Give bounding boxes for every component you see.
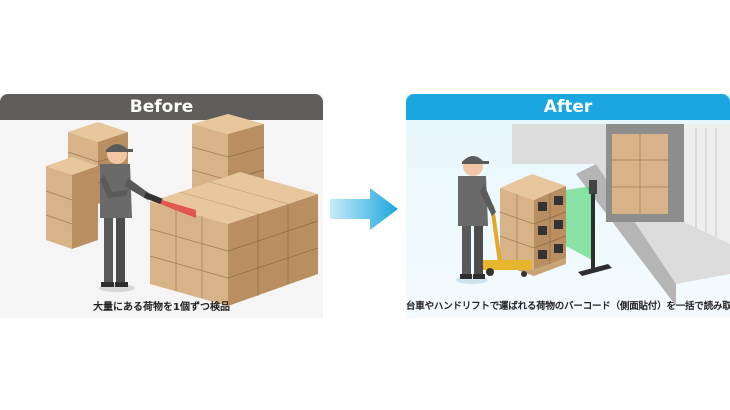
worker-figure [99,144,150,292]
hand-pallet-truck [482,205,532,277]
right-arrow-icon [330,188,398,230]
handheld-scanner [143,192,196,218]
barcode-label [554,196,563,205]
before-panel: Before [0,94,323,318]
before-caption: 大量にある荷物を1個ずつ検品 [93,302,230,313]
fixed-scanner-pole [578,180,612,276]
before-header: Before [0,94,323,120]
box-pile-front [149,172,319,306]
worker-figure [456,156,496,284]
after-illustration [456,124,730,306]
truck-container [512,124,730,306]
after-panel: After [406,94,730,318]
pallet-boxes [499,174,567,276]
before-illustration [45,114,319,306]
barcode-label [538,202,547,211]
after-caption: 台車やハンドリフトで運ばれる荷物のバーコード（側面貼付）を一括で読み取り [406,301,730,312]
barcode-label [538,250,547,259]
after-header: After [406,94,730,120]
barcode-label [554,244,563,253]
barcode-label [554,220,563,229]
scan-beam [566,186,592,260]
barcode-label [538,226,547,235]
box-stack-left [45,157,98,249]
